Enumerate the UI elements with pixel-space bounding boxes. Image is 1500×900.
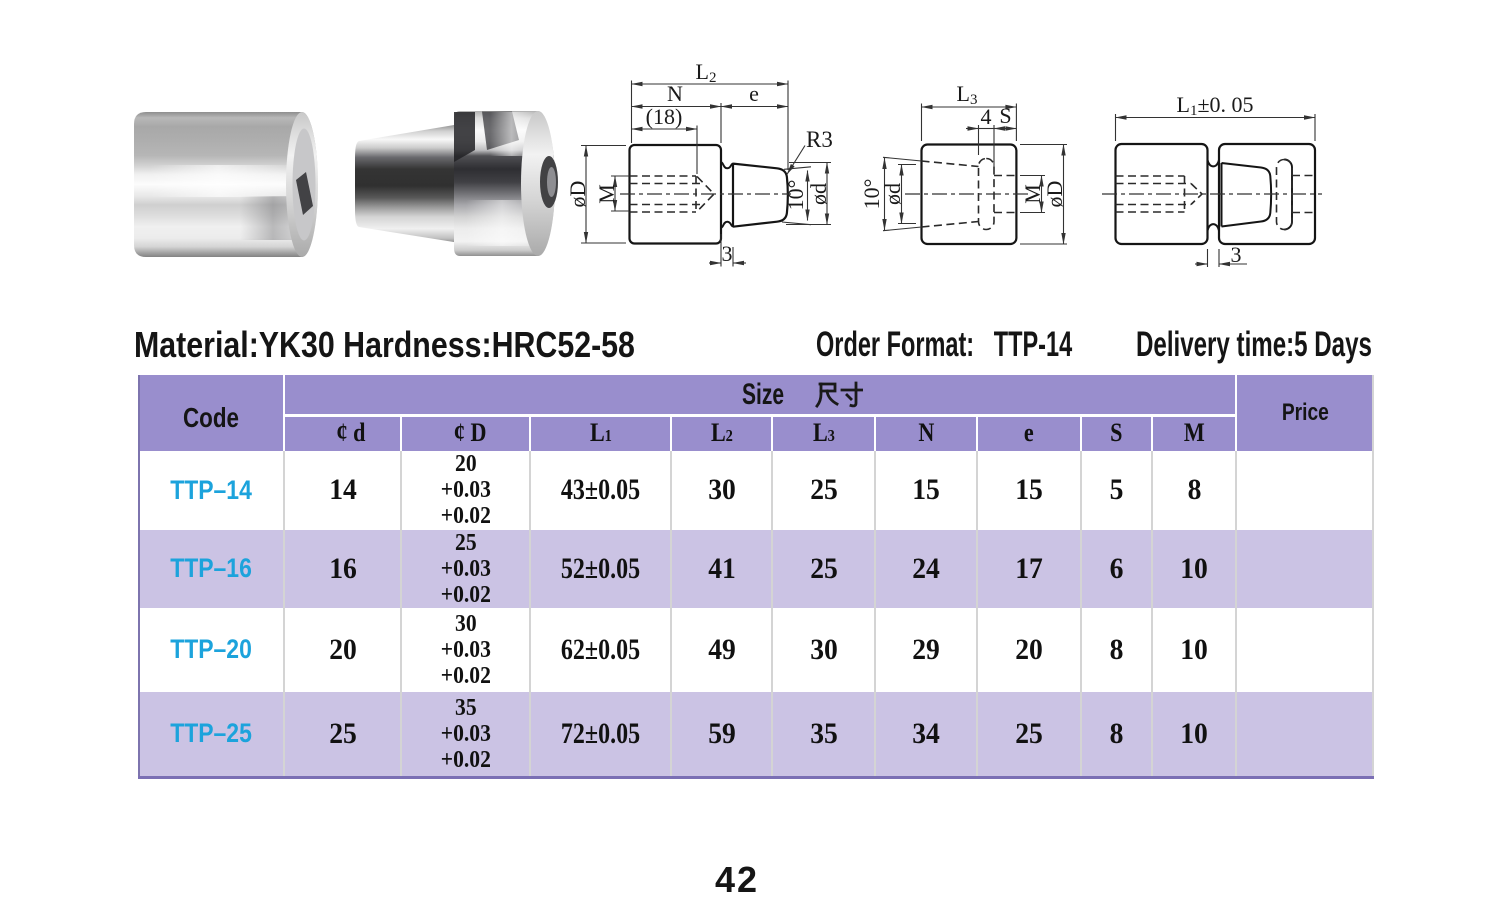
- svg-text:M: M: [594, 184, 619, 204]
- svg-text:M: M: [1020, 184, 1045, 204]
- svg-text:3: 3: [722, 241, 733, 266]
- svg-text:L2: L2: [696, 59, 717, 86]
- svg-text:S: S: [999, 103, 1011, 128]
- svg-text:4: 4: [981, 104, 992, 129]
- svg-text:ød: ød: [806, 183, 831, 205]
- svg-text:e: e: [749, 81, 759, 106]
- svg-text:R3: R3: [806, 127, 833, 152]
- svg-text:10°: 10°: [783, 180, 808, 211]
- svg-text:L1±0. 05: L1±0. 05: [1176, 92, 1253, 119]
- svg-text:10°: 10°: [859, 179, 884, 210]
- svg-text:L3: L3: [957, 81, 978, 108]
- svg-text:(18): (18): [646, 104, 683, 129]
- svg-text:N: N: [667, 81, 683, 106]
- svg-text:3: 3: [1231, 242, 1242, 267]
- svg-text:øD: øD: [1042, 181, 1067, 208]
- svg-text:øD: øD: [565, 181, 590, 208]
- svg-text:ød: ød: [880, 183, 905, 205]
